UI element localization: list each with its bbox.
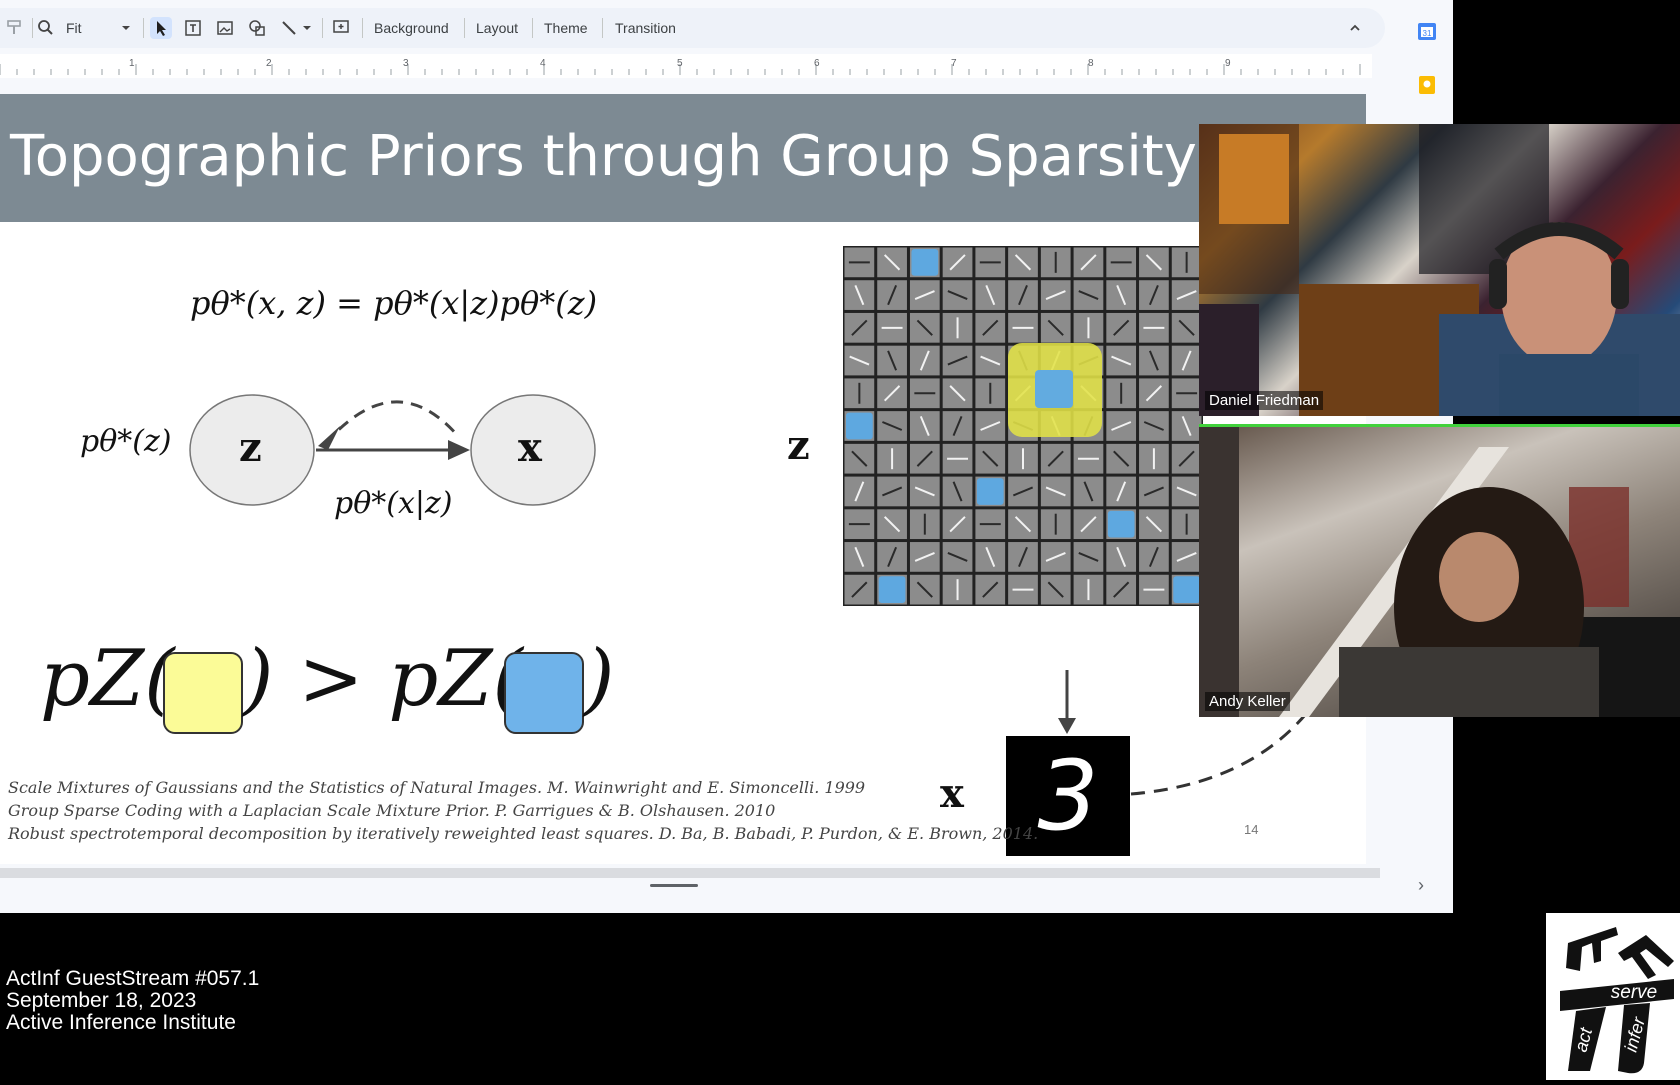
theme-button[interactable]: Theme	[544, 20, 588, 36]
horizontal-scrollbar[interactable]	[0, 868, 1380, 878]
toolbar-separator	[143, 18, 144, 38]
slide-title: Topographic Priors through Group Sparsit…	[10, 124, 1197, 189]
select-cursor-icon[interactable]	[150, 17, 172, 39]
reference-item: Robust spectrotemporal decomposition by …	[8, 824, 1039, 843]
ruler-mark: 7	[951, 58, 957, 69]
line-icon[interactable]	[278, 17, 300, 39]
add-comment-icon[interactable]	[330, 17, 352, 39]
likelihood-label: pθ*(x|z)	[334, 486, 453, 521]
toolbar-separator	[464, 18, 465, 38]
grid-label-z: z	[787, 422, 810, 469]
zoom-select[interactable]: Fit	[66, 20, 82, 36]
chevron-right-icon[interactable]: ›	[1418, 875, 1424, 895]
ruler-mark: 3	[403, 58, 409, 69]
ruler-mark: 8	[1088, 58, 1094, 69]
ruler-mark: 4	[540, 58, 546, 69]
reference-item: Scale Mixtures of Gaussians and the Stat…	[8, 778, 866, 797]
organization-name: Active Inference Institute	[6, 1011, 236, 1034]
yellow-group-swatch	[163, 652, 243, 734]
slide-page-number: 14	[1244, 822, 1259, 837]
graphical-model-diagram	[189, 394, 1312, 796]
horizontal-ruler: 1 2 3 4 5 6 7 8 9	[0, 54, 1372, 78]
ruler-mark: 6	[814, 58, 820, 69]
text-box-icon[interactable]	[182, 17, 204, 39]
webcam-feed-daniel	[1199, 124, 1680, 416]
ruler-mark: 5	[677, 58, 683, 69]
toolbar-separator	[532, 18, 533, 38]
joint-distribution-equation: pθ*(x, z) = pθ*(x|z)pθ*(z)	[190, 284, 598, 322]
editor-toolbar: Fit Background Layout Theme	[0, 8, 1385, 48]
transition-button[interactable]: Transition	[615, 20, 676, 36]
toolbar-separator	[322, 18, 323, 38]
svg-text:31: 31	[1423, 29, 1432, 38]
slide-canvas[interactable]: Topographic Priors through Group Sparsit…	[0, 94, 1366, 864]
topographic-filter-grid	[843, 246, 1203, 606]
speaker-notes-drag-handle[interactable]	[650, 884, 698, 887]
calendar-icon[interactable]: 31	[1417, 21, 1437, 46]
ruler-mark: 2	[266, 58, 272, 69]
paint-format-icon[interactable]	[4, 17, 26, 39]
ruler-mark: 9	[1225, 58, 1231, 69]
reference-item: Group Sparse Coding with a Laplacian Sca…	[8, 801, 776, 820]
keep-icon[interactable]	[1417, 75, 1437, 100]
background-button[interactable]: Background	[374, 20, 449, 36]
toolbar-separator	[362, 18, 363, 38]
blue-group-swatch	[504, 652, 584, 734]
logo-text-serve: serve	[1611, 982, 1657, 1003]
mnist-digit-image: 3	[1006, 736, 1130, 856]
line-dropdown-chevron-icon[interactable]	[300, 17, 322, 39]
shape-icon[interactable]	[246, 17, 268, 39]
image-icon[interactable]	[214, 17, 236, 39]
collapse-toolbar-chevron-icon[interactable]	[1344, 17, 1366, 39]
participant-name-label: Daniel Friedman	[1205, 391, 1324, 410]
comparison-mid-text: ) > pZ(	[243, 634, 523, 724]
node-z-label: z	[239, 424, 262, 471]
video-tile-daniel[interactable]: Daniel Friedman	[1199, 124, 1680, 416]
layout-button[interactable]: Layout	[476, 20, 519, 36]
slide-title-bar: Topographic Priors through Group Sparsit…	[0, 94, 1366, 222]
prior-label: pθ*(z)	[80, 424, 172, 459]
comparison-left-text: pZ(	[40, 634, 175, 724]
video-tile-andy[interactable]: Andy Keller	[1199, 424, 1680, 717]
stream-info: ActInf GuestStream #057.1 September 18, …	[6, 968, 259, 1034]
chevron-down-icon[interactable]	[115, 17, 137, 39]
participant-name-label: Andy Keller	[1205, 692, 1290, 711]
webcam-feed-andy	[1199, 427, 1680, 717]
active-inference-logo: serve act infer	[1546, 913, 1680, 1080]
stream-date: September 18, 2023	[6, 989, 197, 1012]
references: Scale Mixtures of Gaussians and the Stat…	[8, 776, 1038, 845]
toolbar-separator	[32, 18, 33, 38]
zoom-icon[interactable]	[35, 17, 57, 39]
ruler-mark: 1	[129, 58, 135, 69]
stream-title: ActInf GuestStream #057.1	[6, 967, 260, 990]
digit-label-x: x	[940, 770, 964, 817]
node-x-label: x	[518, 424, 542, 471]
toolbar-separator	[602, 18, 603, 38]
comparison-right-text: )	[584, 634, 615, 724]
side-panel-icons: 31	[1395, 15, 1453, 115]
